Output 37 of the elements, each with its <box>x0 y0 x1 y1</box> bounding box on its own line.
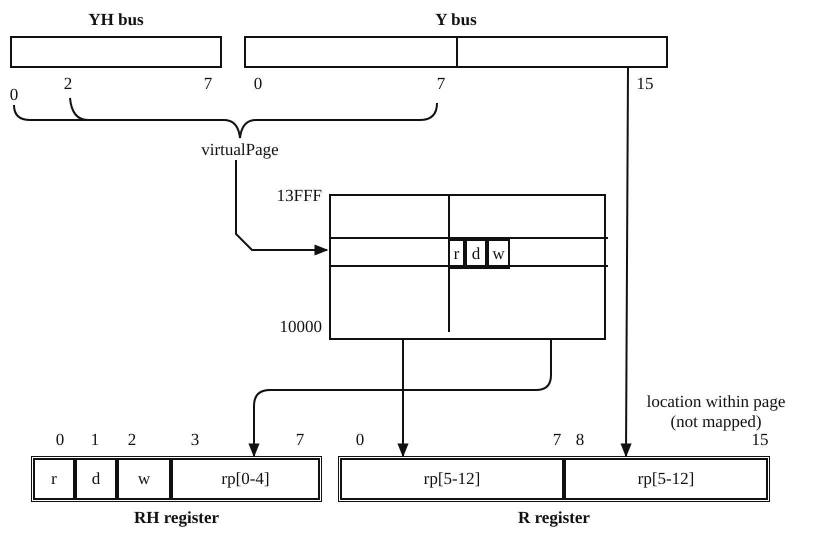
arrow <box>620 68 632 458</box>
address-label: 10000 <box>280 317 322 337</box>
bit-number: 15 <box>636 74 654 94</box>
bus-title: YH bus <box>88 10 144 30</box>
bit-number: 0 <box>56 430 64 450</box>
map-entry-row <box>331 237 608 267</box>
arrow <box>235 160 328 256</box>
bit-field: d <box>75 458 117 500</box>
bit-number: 7 <box>296 430 304 450</box>
bit-number: 8 <box>576 430 584 450</box>
bit-number: 2 <box>64 74 72 94</box>
register-title: R register <box>518 508 590 528</box>
bit-number: 7 <box>552 430 562 450</box>
bus-title: Y bus <box>435 10 477 30</box>
bit-number: 0 <box>356 430 364 450</box>
bit-number: 15 <box>752 430 768 450</box>
bit-number: 1 <box>90 430 100 450</box>
bit-field: rp[0-4] <box>171 458 320 500</box>
node-label: virtualPage <box>180 140 300 160</box>
page-map-table <box>329 194 606 340</box>
bit-number: 7 <box>204 74 212 94</box>
bit-field: w <box>487 239 510 269</box>
bit-field: rp[5-12] <box>340 458 564 500</box>
arrow <box>397 340 409 458</box>
bit-number: 3 <box>190 430 200 450</box>
bit-field: r <box>33 458 75 500</box>
bit-number: 0 <box>10 85 18 105</box>
bit-field: d <box>465 239 487 269</box>
bit-field: w <box>117 458 171 500</box>
bit-field: rp[5-12] <box>564 458 768 500</box>
arrow <box>248 340 552 458</box>
address-label: 13FFF <box>276 186 322 206</box>
register-title: RH register <box>134 508 220 528</box>
bit-number: 2 <box>128 430 136 450</box>
bit-number: 7 <box>436 74 446 94</box>
bit-number: 0 <box>254 74 262 94</box>
bit-field: r <box>448 239 465 269</box>
